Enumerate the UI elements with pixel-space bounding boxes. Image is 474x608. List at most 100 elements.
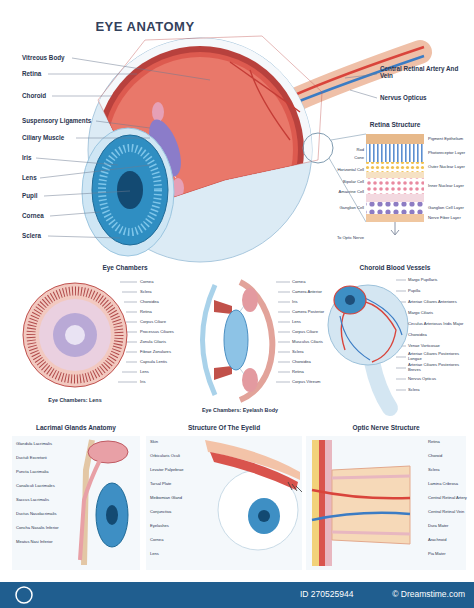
part-label: Suspensory Ligaments — [22, 117, 91, 124]
part-label: Arteriae Ciliares Posteriores Longae — [408, 352, 470, 361]
part-label: Photoreceptor Layer — [428, 151, 465, 156]
part-label: Orbicularis Oculi — [150, 454, 180, 459]
retina-structure — [366, 144, 424, 162]
part-label: Cone — [354, 156, 364, 161]
lower-panel — [146, 436, 302, 570]
optic-nerve-section — [312, 490, 410, 498]
leader-line — [276, 282, 290, 382]
part-label: Rod — [356, 148, 364, 153]
optic-nerve-section — [312, 440, 410, 566]
watermark-bar — [0, 582, 474, 608]
watermark-text: © Dreamstime.com — [392, 590, 465, 600]
part-label: Processus Ciliares — [140, 330, 174, 335]
eyeball — [82, 128, 174, 256]
part-label: Sclera — [408, 388, 420, 393]
diagram-title: EYE ANATOMY — [95, 20, 194, 35]
choroid-vessels — [334, 286, 366, 314]
eyelash-body-section — [203, 285, 216, 395]
part-label: Eyelashes — [150, 524, 169, 529]
part-label: Central Retinal Vein — [428, 510, 464, 515]
eyeball — [117, 171, 143, 209]
part-label: Retina — [428, 440, 440, 445]
part-label: Inner Nuclear Layer — [428, 184, 464, 189]
section-heading: Eye Chambers — [102, 264, 147, 271]
lens-cross-section — [53, 313, 97, 357]
part-label: Retina — [140, 310, 152, 315]
choroid-vessels — [328, 285, 408, 408]
part-label: Choroidea — [292, 360, 311, 365]
leader-line — [48, 236, 120, 238]
eyelid-section — [258, 510, 270, 522]
retina-structure — [391, 222, 399, 235]
eyelash-body-section — [242, 368, 258, 392]
part-label: Canaliculi Lacrimales — [16, 484, 55, 489]
eyeball — [88, 38, 312, 262]
lower-panel — [12, 436, 140, 570]
part-label: Pupil — [22, 192, 37, 199]
part-label: Corpus Ciliare — [292, 330, 318, 335]
eyeball — [329, 134, 366, 222]
eyeball — [92, 135, 168, 245]
panel-caption: Eye Chambers: Lens — [48, 397, 101, 403]
lacrimal-gland — [80, 440, 128, 565]
panel-caption: Eye Chambers: Eyelash Body — [202, 407, 278, 413]
part-label: Sclera — [428, 468, 440, 473]
eyelash-body-section — [214, 366, 232, 380]
part-label: Lens — [292, 320, 301, 325]
part-label: Ganglion Cell Layer — [428, 206, 464, 211]
part-label: Skin — [150, 440, 158, 445]
eyeball — [290, 47, 424, 97]
part-label: Lens — [22, 174, 37, 181]
part-label: Musculus Ciliaris — [292, 340, 323, 345]
part-label: Bipolar Cell — [343, 180, 364, 185]
watermark-text: ID 270525944 — [300, 590, 353, 600]
part-label: Iris — [22, 154, 31, 161]
part-label: Vitreous Body — [22, 54, 65, 61]
lacrimal-gland — [106, 505, 118, 525]
part-label: Amacrine Cell — [339, 190, 364, 195]
part-label: Margo Pupillaris — [408, 278, 437, 283]
part-label: Meibomian Gland — [150, 496, 182, 501]
part-label: Margo Ciliaris — [408, 311, 433, 316]
part-label: Lamina Cribrosa — [428, 482, 458, 487]
part-label: Central Retinal Artery And Vein — [380, 65, 462, 79]
part-label: Glandula Lacrimalis — [16, 442, 52, 447]
leader-line — [48, 74, 137, 75]
part-label: Retina — [292, 370, 304, 375]
part-label: Conjunctiva — [150, 510, 171, 515]
part-label: Circulus Arteriosus Iridis Major — [408, 322, 463, 327]
part-label: Zonula Ciliaris — [140, 340, 166, 345]
section-heading: Lacrimal Glands Anatomy — [36, 424, 116, 431]
optic-nerve-section — [332, 476, 410, 534]
lens-cross-section — [39, 299, 111, 371]
part-label: Iris — [140, 380, 145, 385]
part-label: Meatus Nasi Inferior — [16, 540, 53, 545]
eyeball — [152, 102, 164, 122]
part-label: Fibrae Zonulares — [140, 350, 171, 355]
watermark-bar — [0, 582, 474, 608]
leader-line — [72, 58, 210, 80]
part-label: Cornea — [150, 538, 163, 543]
part-label: Nervus Opticus — [408, 377, 436, 382]
part-label: Pupilla — [408, 289, 420, 294]
part-label: Corpus Vitreum — [292, 380, 320, 385]
part-label: Tarsal Plate — [150, 482, 171, 487]
section-heading: Structure Of The Eyelid — [188, 424, 260, 431]
leader-line — [96, 121, 150, 128]
part-label: Sclera — [292, 350, 304, 355]
part-label: Choroid — [428, 454, 442, 459]
retina-structure — [366, 194, 424, 202]
part-label: Capsula Lentis — [140, 360, 167, 365]
retina-structure — [366, 134, 424, 144]
section-heading: Optic Nerve Structure — [352, 424, 419, 431]
eyelash-body-section — [242, 288, 258, 312]
lens-cross-section — [31, 291, 119, 379]
part-label: Saccus Lacrimalis — [16, 498, 49, 503]
part-label: Choroidea — [140, 300, 159, 305]
part-label: Pigment Epithelium — [428, 137, 463, 142]
part-label: Corpus Ciliare — [140, 320, 166, 325]
eyelash-body-section — [214, 300, 232, 314]
part-label: Cornea — [22, 212, 44, 219]
